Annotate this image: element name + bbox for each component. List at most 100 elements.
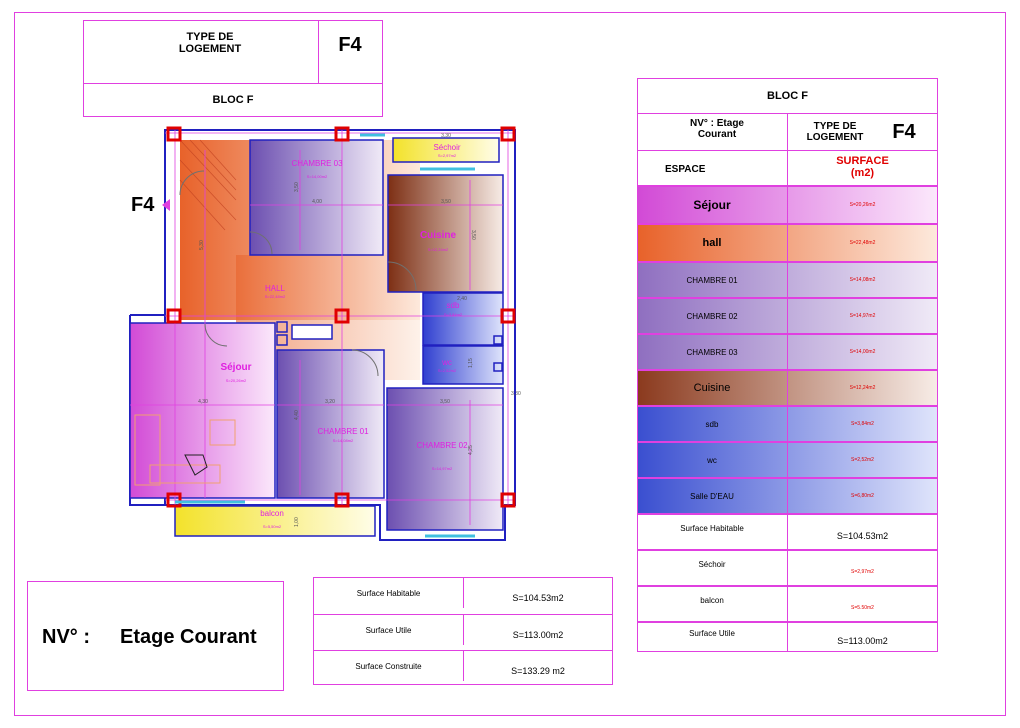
balcon-area: S=5,50m2 bbox=[263, 524, 282, 529]
wc-label: wc bbox=[441, 358, 452, 367]
space-table-head-surface bbox=[787, 150, 938, 186]
space-row-value: S=6,80m2 bbox=[851, 493, 874, 499]
dim-cuisine-height: 3,50 bbox=[470, 230, 476, 240]
space-row-divider bbox=[787, 224, 788, 262]
dim-cuisine-width: 3,50 bbox=[441, 199, 451, 205]
sheet-frame bbox=[14, 12, 1006, 716]
space-row-value: S=14,00m2 bbox=[849, 349, 876, 355]
space-table-bloc-label: BLOC F bbox=[767, 90, 808, 102]
space-footer-name: Surface Habitable bbox=[680, 523, 744, 533]
space-row-divider bbox=[787, 334, 788, 370]
surface-row-label: Surface Habitable bbox=[314, 578, 464, 608]
dim-hall-height: 5,30 bbox=[199, 240, 205, 250]
dim-chambre02-height: 4,25 bbox=[468, 445, 474, 455]
sejour-room bbox=[129, 322, 276, 499]
cuisine-label: Cuisine bbox=[420, 230, 457, 241]
sechoir-area: S=2,97m2 bbox=[438, 153, 457, 158]
chambre02-label: CHAMBRE 02 bbox=[416, 441, 468, 450]
space-row-value: S=12,24m2 bbox=[849, 385, 876, 391]
surface-row-value: S=113.00m2 bbox=[512, 630, 564, 640]
bloc-header: BLOC F bbox=[83, 83, 383, 117]
entry-label: F4 bbox=[131, 194, 155, 216]
space-footer-divider bbox=[787, 586, 788, 622]
chambre02-room bbox=[386, 387, 504, 531]
space-row-divider bbox=[787, 478, 788, 514]
dim-sejour-width: 4,30 bbox=[198, 399, 208, 405]
dim-right-height: 3,30 bbox=[511, 391, 521, 397]
chambre01-area: S=14,08m2 bbox=[333, 438, 354, 443]
space-row-divider bbox=[787, 406, 788, 442]
dim-chambre01-height: 4,40 bbox=[294, 410, 300, 420]
dim-chambre02-width: 3,50 bbox=[440, 399, 450, 405]
space-row-name: sdb bbox=[705, 419, 719, 429]
dim-sdb-width: 2,40 bbox=[457, 296, 467, 302]
space-row-name: hall bbox=[702, 237, 722, 249]
hall-label: HALL bbox=[265, 284, 286, 293]
space-table-type-label: TYPE DE LOGEMENT bbox=[806, 121, 864, 143]
chambre03-room bbox=[249, 139, 384, 256]
space-row-value: S=14,97m2 bbox=[849, 313, 876, 319]
space-table-type-value: F4 bbox=[892, 120, 916, 143]
space-row-value: S=3,84m2 bbox=[851, 421, 874, 427]
dim-sechoir: 3,30 bbox=[441, 133, 451, 139]
space-footer-name: balcon bbox=[700, 595, 724, 605]
space-table-head-espace bbox=[637, 150, 788, 186]
sdb-area: S=3,84m2 bbox=[444, 312, 463, 317]
space-row-value: S=14,08m2 bbox=[849, 277, 876, 283]
space-row-divider bbox=[787, 262, 788, 298]
space-row-name: CHAMBRE 02 bbox=[686, 311, 738, 321]
floor-plan: CHAMBRE 03 S=14,00m2 Séchoir S=2,97m2 Cu… bbox=[129, 126, 521, 541]
space-table-col-surface: SURFACE (m2) bbox=[836, 155, 889, 179]
surface-row-label: Surface Utile bbox=[314, 615, 464, 645]
dim-balcon-height: 1,00 bbox=[294, 517, 300, 527]
space-row-value: S=22,48m2 bbox=[849, 240, 876, 246]
space-footer-value: S=2,97m2 bbox=[851, 569, 874, 575]
dim-chambre01-width: 3,20 bbox=[325, 399, 335, 405]
space-row-value: S=20,26m2 bbox=[849, 202, 876, 208]
sechoir-label: Séchoir bbox=[433, 143, 460, 152]
space-row-name: Cuisine bbox=[693, 382, 731, 394]
space-row-name: Séjour bbox=[693, 198, 731, 212]
surface-row-value: S=133.29 m2 bbox=[511, 666, 565, 676]
space-table-col-espace: ESPACE bbox=[665, 164, 706, 175]
space-row-name: wc bbox=[707, 455, 717, 465]
surface-row-value: S=104.53m2 bbox=[512, 593, 564, 603]
chambre01-room bbox=[276, 349, 385, 499]
space-row-divider bbox=[787, 298, 788, 334]
space-row-divider bbox=[787, 370, 788, 406]
space-table-nv-label: NV° : Etage Courant bbox=[689, 118, 744, 140]
chambre01-label: CHAMBRE 01 bbox=[317, 427, 369, 436]
chambre03-area: S=14,00m2 bbox=[307, 174, 328, 179]
space-footer-divider bbox=[787, 514, 788, 550]
space-footer-divider bbox=[787, 622, 788, 652]
space-footer-value: S=113.00m2 bbox=[837, 636, 888, 646]
hall-area: S=22,48m2 bbox=[265, 294, 286, 299]
balcon-room bbox=[174, 505, 376, 537]
dim-c03-width: 4,00 bbox=[312, 199, 322, 205]
sdb-room bbox=[422, 292, 504, 346]
space-footer-name: Surface Utile bbox=[689, 628, 735, 638]
cuisine-room bbox=[387, 174, 504, 293]
sechoir-room bbox=[392, 137, 500, 163]
space-row-divider bbox=[787, 186, 788, 224]
type-divider bbox=[318, 20, 319, 84]
chambre03-label: CHAMBRE 03 bbox=[291, 159, 343, 168]
type-value: F4 bbox=[338, 33, 362, 56]
wc-room bbox=[422, 345, 504, 385]
sejour-area: S=20,26m2 bbox=[226, 378, 247, 383]
sejour-label: Séjour bbox=[220, 362, 251, 373]
cuisine-area: S=12,24m2 bbox=[428, 247, 449, 252]
level-value: Etage Courant bbox=[120, 626, 257, 648]
space-row-name: Salle D'EAU bbox=[690, 491, 734, 501]
space-footer-value: S=104.53m2 bbox=[836, 531, 889, 541]
dim-wc-height: 1,15 bbox=[468, 358, 474, 368]
chambre02-area: S=14,97m2 bbox=[432, 466, 453, 471]
level-box bbox=[27, 581, 284, 691]
space-row-value: S=2,52m2 bbox=[851, 457, 874, 463]
space-footer-divider bbox=[787, 550, 788, 586]
space-footer-value: S=5.50m2 bbox=[851, 605, 874, 611]
